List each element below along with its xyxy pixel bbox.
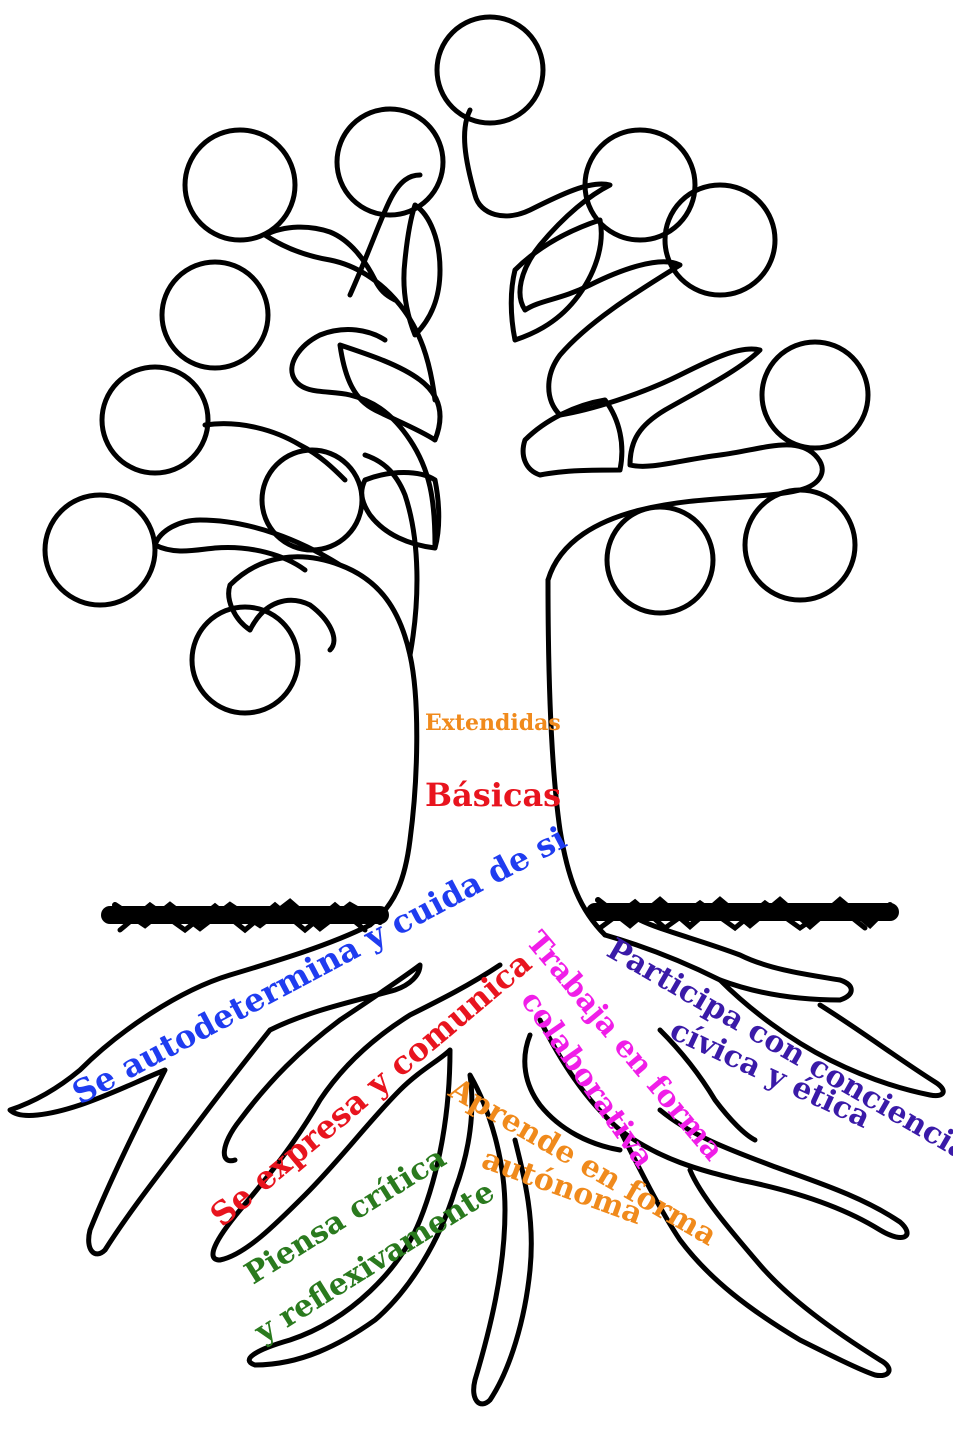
fruit-circle [102, 367, 208, 473]
label-extendidas: Extendidas [425, 710, 561, 736]
fruit-circle [185, 130, 295, 240]
tree-leaf-shape [404, 205, 440, 335]
fruit-circle [437, 17, 543, 123]
fruit-circle [262, 450, 362, 550]
fruit-circle [762, 342, 868, 448]
fruit-circle [665, 185, 775, 295]
fruit-circle [162, 262, 268, 368]
ground-line [110, 900, 890, 930]
tree-roots [620, 1130, 889, 1376]
fruit-circle [607, 507, 713, 613]
tree-leaf-shape [523, 400, 622, 475]
fruit-circle [745, 490, 855, 600]
fruit-circle [45, 495, 155, 605]
label-basicas: Básicas [425, 776, 561, 814]
tree-leaf-shape [511, 220, 601, 340]
